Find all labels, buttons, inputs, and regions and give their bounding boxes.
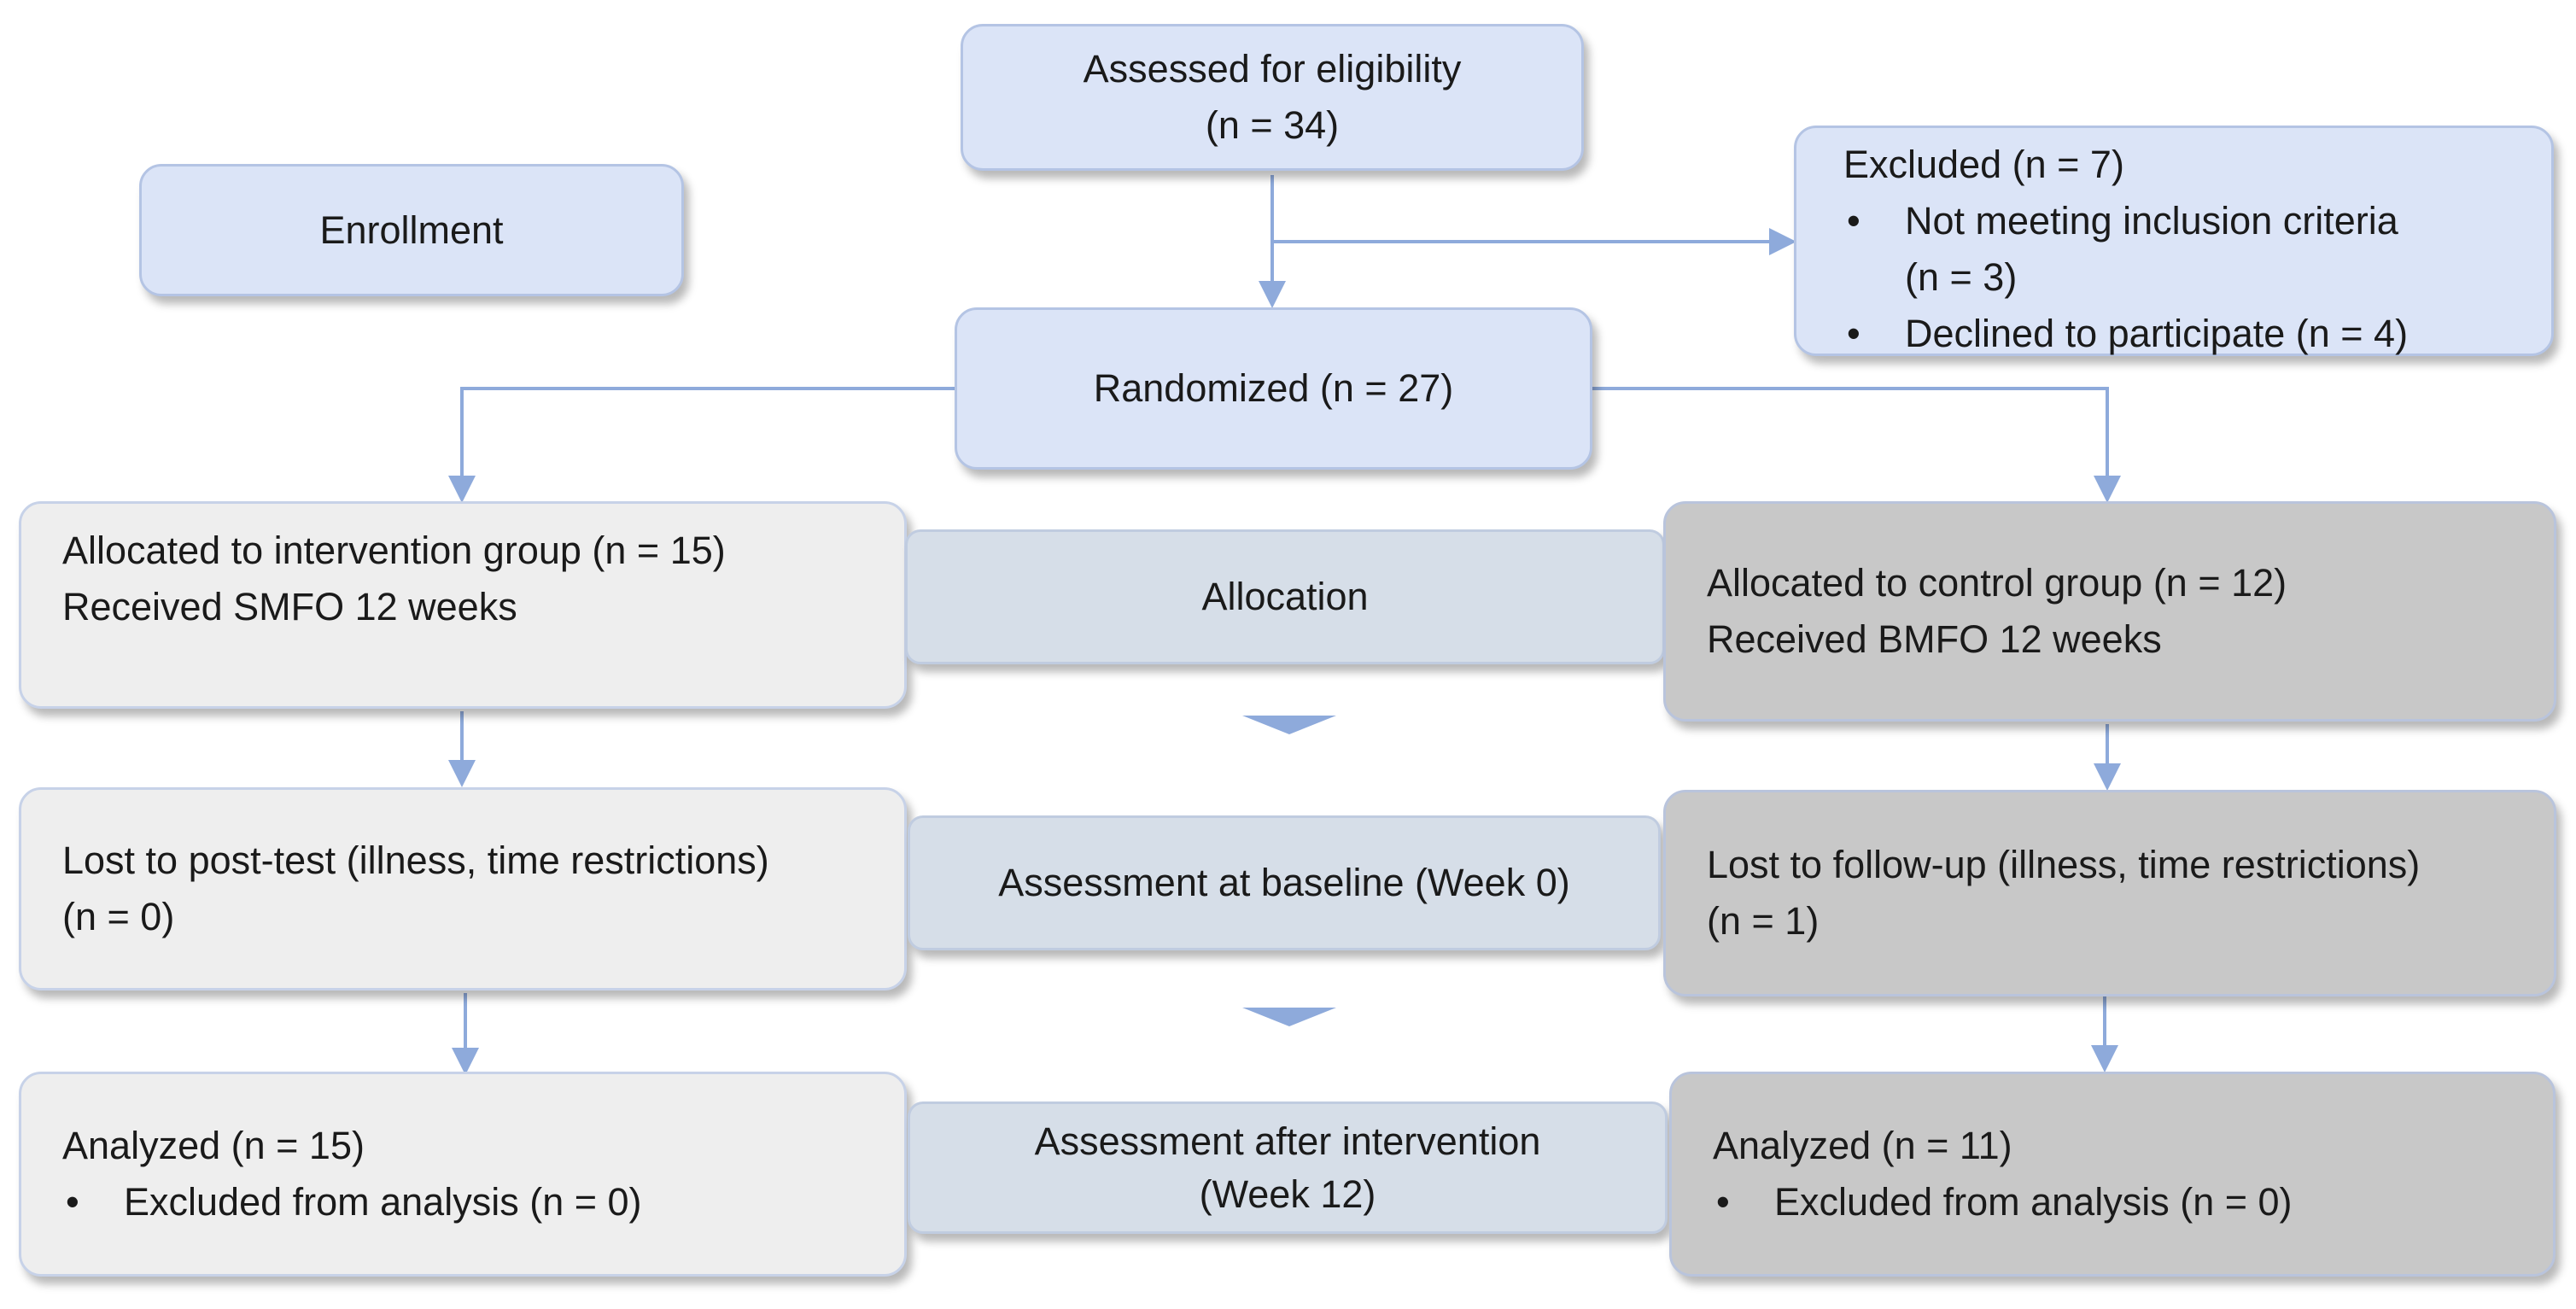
excluded-title: Excluded (n = 7) — [1843, 143, 2124, 186]
excluded-item-text: Not meeting inclusion criteria — [1905, 199, 2398, 243]
intervention-lost-box: Lost to post-test (illness, time restric… — [19, 787, 907, 991]
randomized-label: Randomized (n = 27) — [1093, 366, 1454, 410]
intervention-treatment-text: Received SMFO 12 weeks — [62, 585, 517, 628]
control-allocation-text: Allocated to control group (n = 12) — [1707, 561, 2287, 605]
intervention-allocation-text: Allocated to intervention group (n = 15) — [62, 529, 726, 572]
control-analyzed-item: Excluded from analysis (n = 0) — [1713, 1174, 2536, 1230]
stage-allocation-box: Allocation — [905, 529, 1665, 664]
stage-after-week: (Week 12) — [1199, 1172, 1376, 1216]
stage-allocation-label: Allocation — [1201, 575, 1369, 618]
intervention-analyzed-box: Analyzed (n = 15) Excluded from analysis… — [19, 1072, 907, 1277]
excluded-list: Not meeting inclusion criteria (n = 3) D… — [1843, 193, 2551, 362]
control-analyzed-title: Analyzed (n = 11) — [1713, 1124, 2012, 1167]
chevron-down-icon — [1242, 716, 1336, 734]
chevron-down-icon — [1242, 1008, 1336, 1026]
enrollment-label: Enrollment — [319, 207, 504, 252]
assessed-box: Assessed for eligibility (n = 34) — [961, 24, 1584, 171]
stage-after-label: Assessment after intervention — [1034, 1119, 1541, 1163]
excluded-item-count: (n = 3) — [1905, 255, 2018, 299]
control-treatment-text: Received BMFO 12 weeks — [1707, 617, 2162, 661]
arrow-randomized-to-intervention — [448, 387, 955, 503]
control-analyzed-list: Excluded from analysis (n = 0) — [1713, 1174, 2536, 1230]
excluded-item: Not meeting inclusion criteria (n = 3) — [1843, 193, 2551, 306]
intervention-lost-text: Lost to post-test (illness, time restric… — [62, 839, 769, 882]
intervention-allocation-box: Allocated to intervention group (n = 15)… — [19, 501, 907, 709]
stage-after-box: Assessment after intervention (Week 12) — [908, 1102, 1668, 1234]
intervention-analyzed-title: Analyzed (n = 15) — [62, 1124, 365, 1167]
intervention-analyzed-list: Excluded from analysis (n = 0) — [62, 1174, 887, 1230]
randomized-box: Randomized (n = 27) — [955, 307, 1592, 470]
control-analyzed-box: Analyzed (n = 11) Excluded from analysis… — [1669, 1072, 2556, 1277]
enrollment-label-box: Enrollment — [139, 164, 684, 296]
control-lost-count: (n = 1) — [1707, 899, 1820, 943]
stage-baseline-box: Assessment at baseline (Week 0) — [908, 815, 1661, 950]
arrow-randomized-to-control — [1592, 387, 2121, 503]
excluded-item: Declined to participate (n = 4) — [1843, 306, 2551, 362]
stage-baseline-label: Assessment at baseline (Week 0) — [998, 861, 1570, 904]
control-allocation-box: Allocated to control group (n = 12) Rece… — [1663, 501, 2556, 722]
intervention-analyzed-item: Excluded from analysis (n = 0) — [62, 1174, 887, 1230]
control-lost-box: Lost to follow-up (illness, time restric… — [1663, 790, 2556, 996]
excluded-box: Excluded (n = 7) Not meeting inclusion c… — [1794, 126, 2554, 362]
assessed-count: (n = 34) — [1205, 103, 1340, 147]
intervention-lost-count: (n = 0) — [62, 895, 175, 938]
excluded-item-text: Declined to participate (n = 4) — [1905, 312, 2409, 355]
assessed-title: Assessed for eligibility — [1083, 47, 1462, 91]
control-lost-text: Lost to follow-up (illness, time restric… — [1707, 843, 2421, 886]
